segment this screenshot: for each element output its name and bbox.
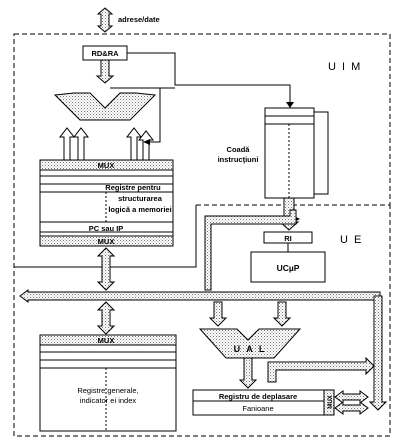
adder-output-arrowhead: [143, 139, 150, 145]
ucp-label: UCµP: [277, 263, 300, 273]
mux-to-right-bus-arrow: [334, 390, 369, 404]
rd-ra-label: RD&RA: [91, 49, 119, 58]
ue-title: U E: [340, 234, 363, 246]
bus-to-ual-right: [272, 301, 292, 327]
vertical-mux-label: MUX: [328, 395, 334, 408]
ual-to-shift-reg: [238, 357, 258, 389]
queue-to-bus-path: [204, 209, 297, 291]
internal-bus: [19, 289, 381, 303]
instruction-queue: [264, 107, 329, 199]
reg-line1: Registre pentru: [105, 183, 161, 192]
uim-to-bus-link: [96, 247, 116, 291]
reg-line3: logică a memoriei: [108, 205, 171, 214]
queue-input-arrowhead: [286, 102, 294, 108]
right-bus-to-flags-arrow: [334, 401, 369, 415]
uim-register-block: [39, 159, 174, 247]
bus-to-ual-left: [208, 301, 228, 327]
general-regs-line1: Registre generale,: [77, 386, 138, 395]
ri-label: RI: [284, 234, 292, 243]
address-data-bus-arrow: [96, 7, 114, 33]
right-vertical-bus: [368, 295, 388, 411]
uim-title: U I M: [328, 61, 362, 73]
address-data-label: adrese/date: [118, 15, 160, 24]
ual-label: U A L: [234, 344, 267, 354]
reg-line2: structurarea: [118, 194, 163, 203]
queue-label-line1: Coadă: [227, 145, 251, 154]
uim-mux-top-label: MUX: [98, 161, 115, 170]
flags-label: Fanioane: [242, 404, 273, 413]
bus-to-general-regs: [96, 301, 116, 335]
queue-label-line2: instrucţiuni: [218, 155, 259, 164]
ucp-box: [250, 251, 326, 283]
general-regs-line2: indicator ei index: [80, 396, 137, 405]
ue-boundary: [13, 205, 391, 437]
general-regs-mux-label: MUX: [98, 336, 115, 345]
address-adder: [53, 92, 157, 121]
vertical-mux-box: [323, 389, 335, 416]
ual-unit: [198, 328, 302, 359]
uim-mux-bottom-label: MUX: [98, 237, 115, 246]
pc-ip-label: PC sau IP: [89, 224, 124, 233]
mux-to-adder-arrows: [58, 127, 155, 161]
ual-to-right-bus: [267, 356, 375, 383]
general-registers-block: [39, 334, 177, 432]
shift-register-label: Registru de deplasare: [219, 392, 297, 401]
uim-to-queue-lines: [110, 52, 291, 143]
rd-ra-to-adder-arrow: [95, 59, 115, 84]
